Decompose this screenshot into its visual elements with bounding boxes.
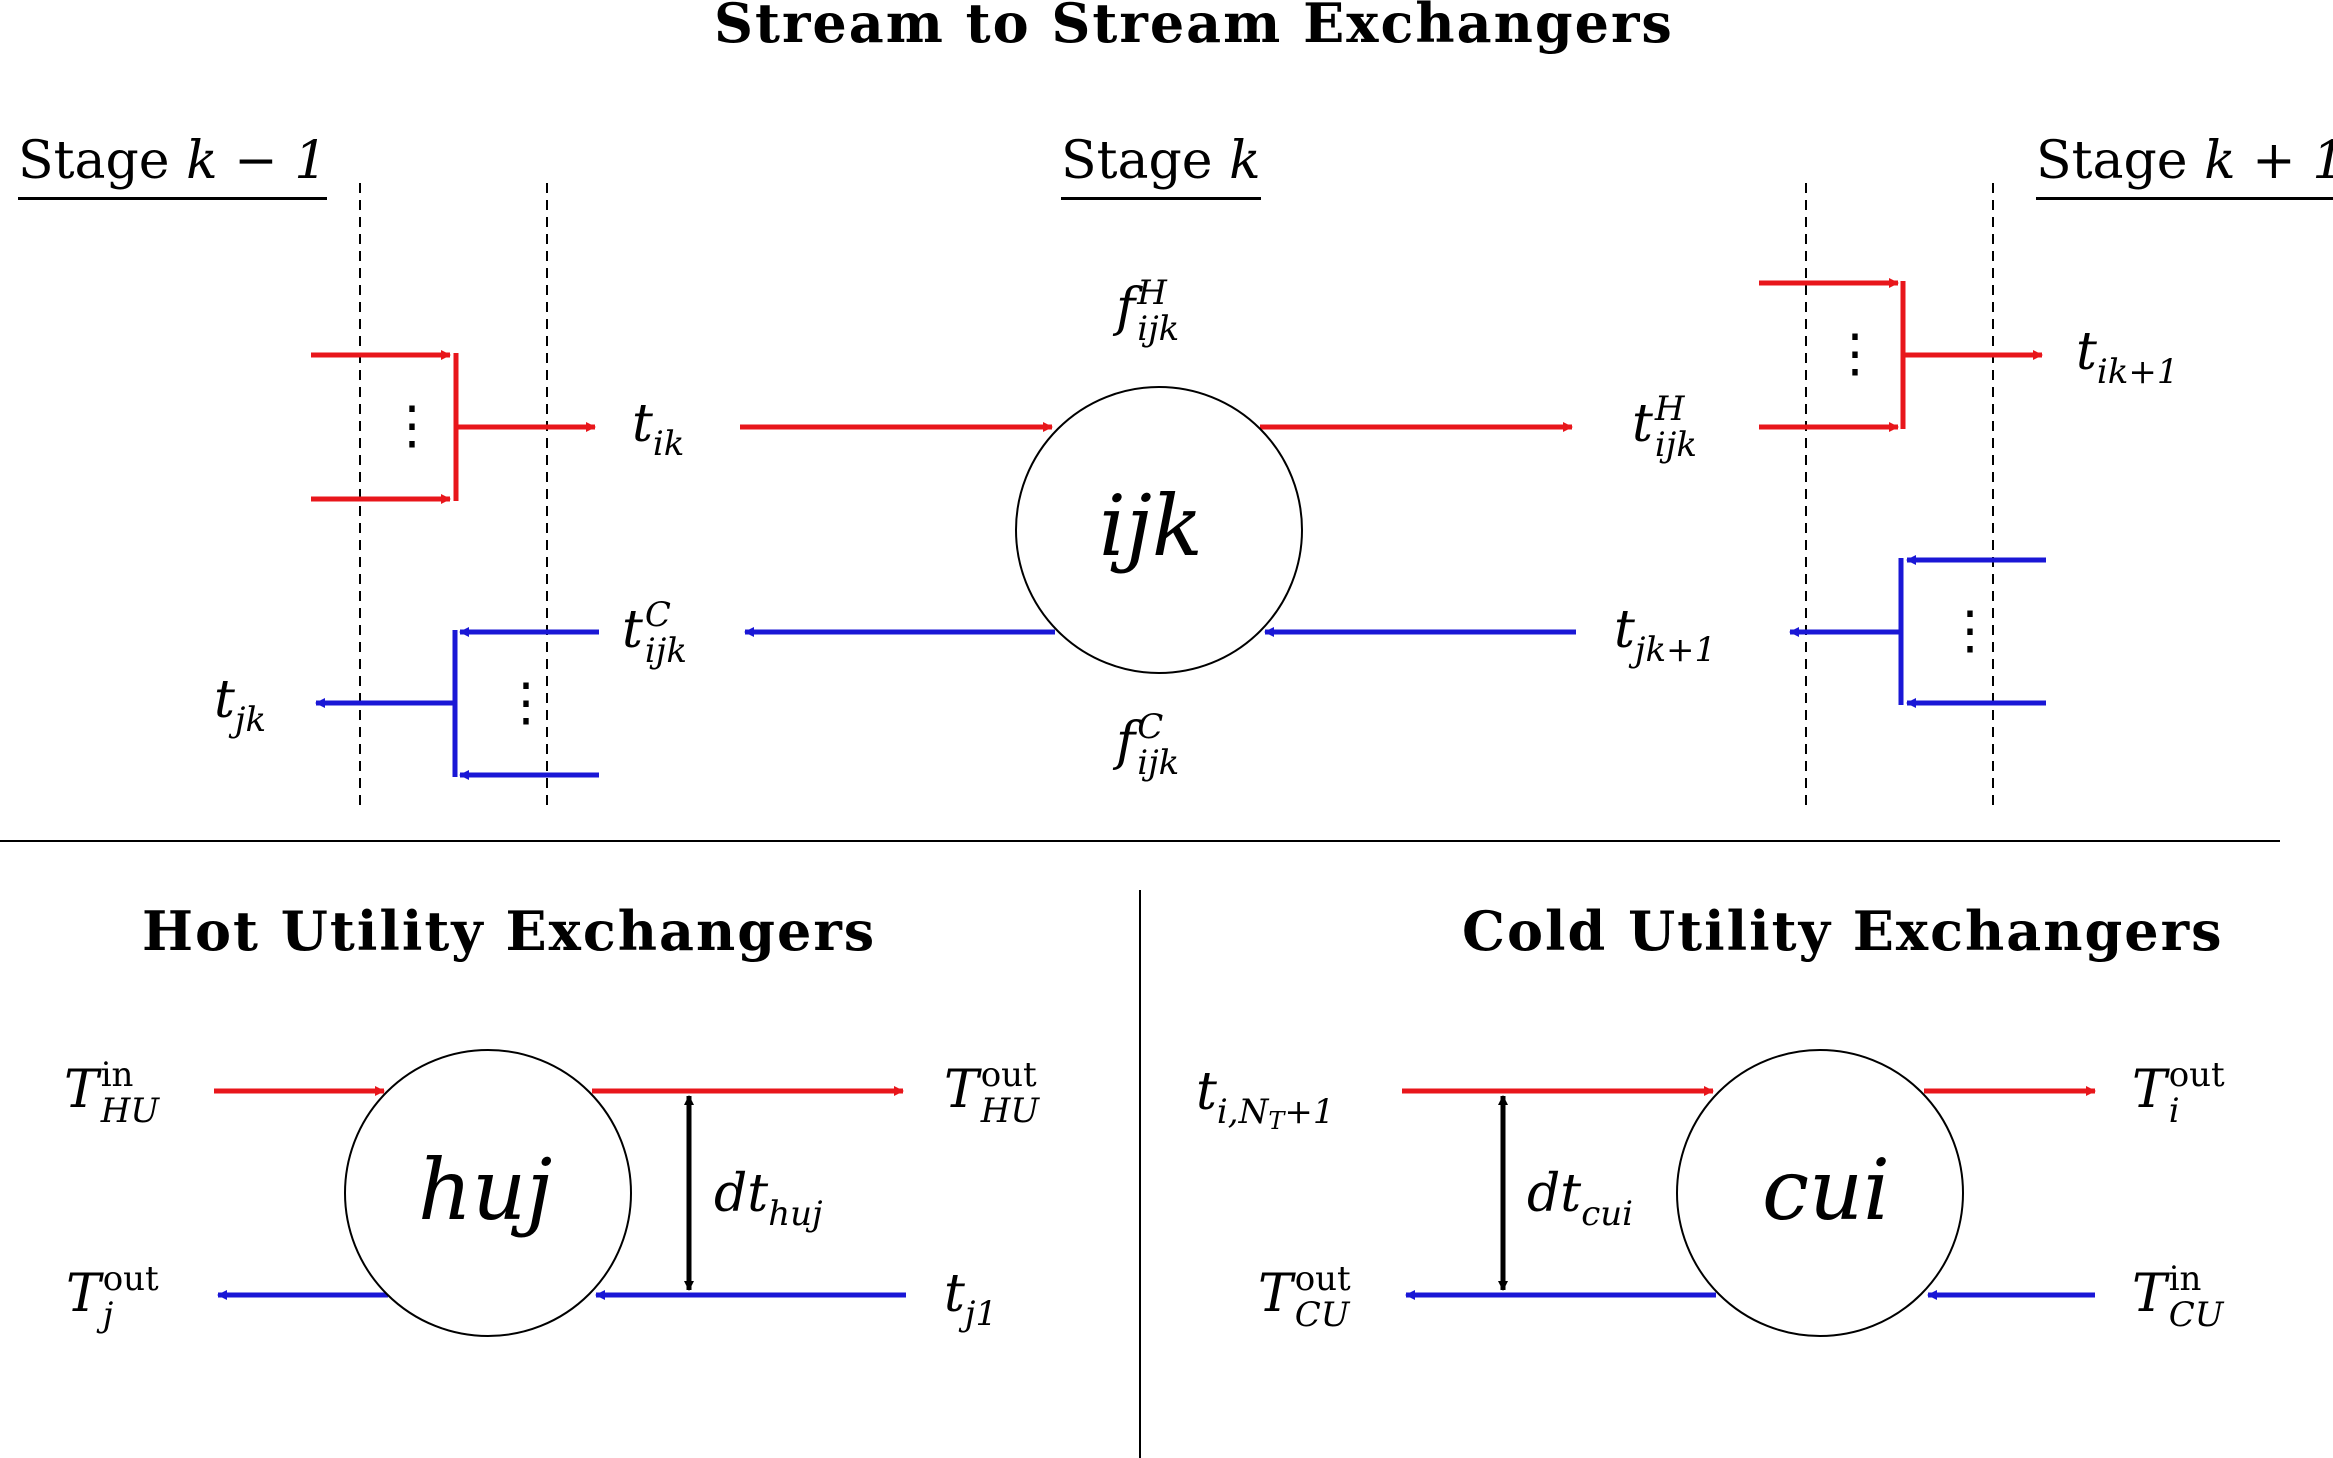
exchanger-ijk-label: ijk [1099, 477, 1203, 575]
stage-current-label: Stage k [1061, 135, 1261, 200]
exchanger-cui-label: cui [1762, 1141, 1891, 1239]
cold-utility-streams [1402, 1086, 2096, 1300]
label-dt-cui: dtcui [1527, 1164, 1634, 1234]
stage-prev-label: Stage k − 1 [18, 135, 328, 200]
label-t-iNT1: ti,NT+1 [1196, 1062, 1335, 1135]
label-t-jk: tjk [214, 670, 267, 740]
label-t-ik1: tik+1 [2076, 322, 2179, 392]
exchanger-ijk-circle [1015, 386, 1303, 674]
stage-next-label: Stage k + 1 [2036, 135, 2333, 200]
exchanger-huj-label: huj [418, 1141, 553, 1239]
exchanger-huj-circle [344, 1049, 632, 1337]
label-t-j1: tj1 [944, 1264, 998, 1334]
dots-right-hot: ⋮ [1829, 324, 1881, 384]
left-hot-mixer [311, 350, 1573, 504]
dots-left-hot: ⋮ [386, 396, 438, 456]
label-t-ik: tik [632, 394, 685, 464]
label-t-jk1: tjk+1 [1614, 600, 1717, 670]
label-dt-huj: dthuj [714, 1164, 823, 1234]
cold-section-title: Cold Utility Exchangers [1462, 899, 2224, 963]
cold-streams [315, 555, 2046, 780]
hot-section-title: Hot Utility Exchangers [142, 899, 877, 963]
exchanger-cui-circle [1676, 1049, 1964, 1337]
stream-section-title: Stream to Stream Exchangers [714, 0, 1674, 55]
dots-right-cold: ⋮ [1944, 601, 1996, 661]
dots-left-cold: ⋮ [500, 673, 552, 733]
right-hot-mixer [1759, 278, 2043, 432]
hot-utility-streams [214, 1086, 906, 1300]
